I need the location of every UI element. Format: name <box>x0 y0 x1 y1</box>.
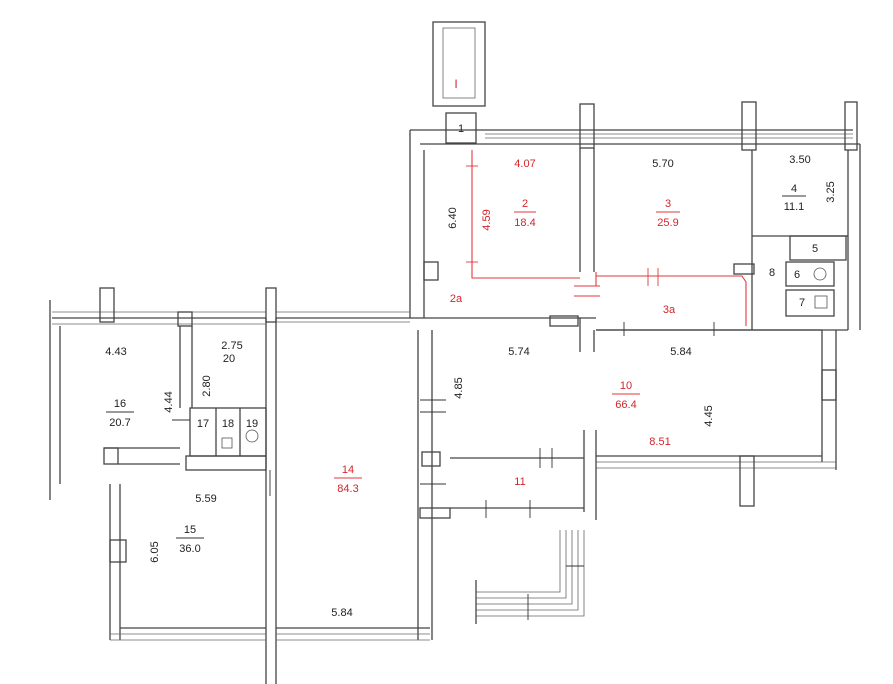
room-14-area: 84.3 <box>337 483 358 495</box>
room-10-dim-h2: 5.74 <box>508 346 529 358</box>
sink-icon <box>221 437 233 449</box>
room-15-number: 15 <box>184 524 196 536</box>
pier <box>733 263 755 275</box>
room-4-dim-v: 3.25 <box>825 181 837 202</box>
sink-icon <box>814 295 828 309</box>
room-6-number: 6 <box>794 269 800 281</box>
walls-upper <box>409 21 861 352</box>
room-2-dim-v: 4.59 <box>481 209 493 230</box>
room-2-number: 2 <box>522 198 528 210</box>
room-15-dim-h: 5.59 <box>195 493 216 505</box>
room-10-number: 10 <box>620 380 632 392</box>
ramp-5 <box>476 530 585 617</box>
room-1-wall <box>445 112 477 144</box>
room-4-area: 11.1 <box>784 201 805 213</box>
room-7-box <box>785 289 835 317</box>
red-outline-3a <box>596 275 747 326</box>
pier <box>103 447 119 465</box>
room-20-number: 20 <box>223 353 235 365</box>
red-outline-2 <box>471 150 580 279</box>
room-11-number: 11 <box>514 476 525 488</box>
pier <box>741 101 757 151</box>
room-16-dim-h: 4.43 <box>105 346 126 358</box>
room-2-dim-v2: 6.40 <box>447 207 459 228</box>
highlight-outline <box>466 150 747 326</box>
room-3-dim-h: 5.70 <box>652 158 673 170</box>
stair-inner <box>442 27 476 99</box>
pier <box>549 315 579 327</box>
pier <box>579 103 595 149</box>
ramp-4 <box>476 530 579 611</box>
room-2-dim-h: 4.07 <box>514 158 535 170</box>
room-16-dim-v: 4.44 <box>163 391 175 412</box>
pier <box>265 287 277 323</box>
room-10-dim-h3: 8.51 <box>649 436 670 448</box>
ramp-1 <box>476 530 561 593</box>
room-5-number: 5 <box>812 243 818 255</box>
room-20-dim-h: 2.75 <box>221 340 242 352</box>
room-3-area: 25.9 <box>657 217 678 229</box>
pier <box>99 287 115 323</box>
pier <box>821 369 837 401</box>
room-3-number: 3 <box>665 198 671 210</box>
room-4-number: 4 <box>791 183 797 195</box>
room-19-number: 19 <box>246 418 258 430</box>
room-8-number: 8 <box>769 267 775 279</box>
room-10-dim-v: 4.85 <box>453 377 465 398</box>
pier <box>423 261 439 281</box>
room-3a-number: 3a <box>663 304 676 316</box>
ramp-3 <box>476 530 573 605</box>
room-17-number: 17 <box>197 418 209 430</box>
pier <box>421 451 441 467</box>
pier <box>739 455 755 507</box>
pier <box>109 539 127 563</box>
pier <box>177 311 193 327</box>
room-10-dim-v2: 4.45 <box>703 405 715 426</box>
labels: I 1 4.07 2 18.4 4.59 6.40 2a 5.70 3 25.9… <box>105 77 837 619</box>
room-5-box <box>789 235 847 261</box>
stair-label: I <box>454 77 457 91</box>
room-15-dim-v: 6.05 <box>149 541 161 562</box>
room-2-area: 18.4 <box>514 217 535 229</box>
walls-lower <box>265 311 837 684</box>
pier <box>844 101 858 151</box>
toilet-icon <box>245 429 259 443</box>
stair-shaft-wall <box>432 21 486 107</box>
room-14-number: 14 <box>342 464 354 476</box>
room-20-dim-v: 2.80 <box>201 375 213 396</box>
room-16-number: 16 <box>114 398 126 410</box>
room-6-box <box>785 261 835 287</box>
wc-block <box>189 407 267 457</box>
room-1-number: 1 <box>458 123 464 135</box>
walls-left <box>49 287 277 641</box>
room-2a-number: 2a <box>450 293 463 305</box>
toilet-icon <box>813 267 827 281</box>
room-10-dim-h: 5.84 <box>670 346 691 358</box>
room-18-number: 18 <box>222 418 234 430</box>
room-16-area: 20.7 <box>109 417 130 429</box>
room-14-dim-h: 5.84 <box>331 607 352 619</box>
pier <box>419 507 451 519</box>
room-10-area: 66.4 <box>615 399 636 411</box>
room-15-area: 36.0 <box>179 543 200 555</box>
room-4-dim-h: 3.50 <box>789 154 810 166</box>
ramp-2 <box>476 530 567 599</box>
wall-15-top-block <box>185 455 267 471</box>
room-7-number: 7 <box>799 297 805 309</box>
